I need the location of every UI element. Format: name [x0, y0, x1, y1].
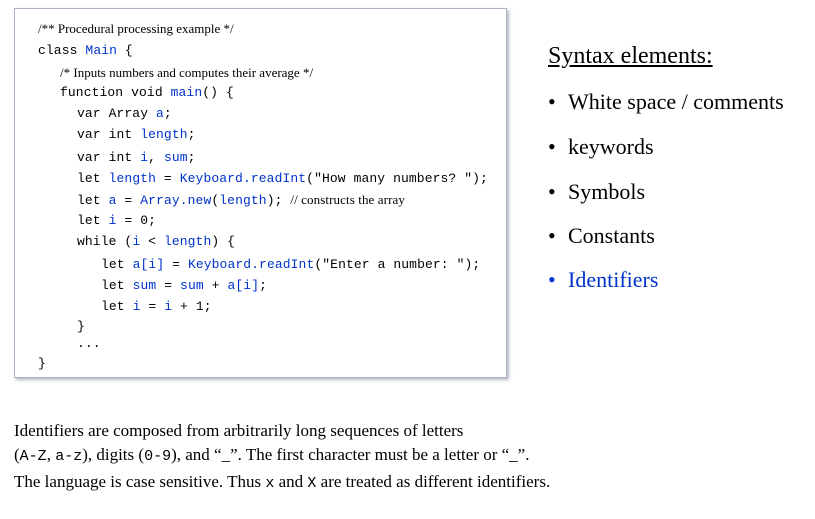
code-line-class: class Main { — [38, 43, 133, 58]
code-line-while: while (i < length) { — [77, 234, 236, 249]
code-line-let-sum: let sum = sum + a[i]; — [101, 278, 267, 293]
syntax-item-symbols: •Symbols — [548, 179, 646, 204]
code-line-var-i-sum: var int i, sum; — [77, 150, 196, 165]
code-comment-inputs: /* Inputs numbers and computes their ave… — [60, 65, 314, 80]
code-comment-header: /** Procedural processing example */ — [38, 21, 234, 36]
code-line-let-ai: let a[i] = Keyboard.readInt("Enter a num… — [101, 257, 481, 272]
code-line-close-while: } — [77, 319, 85, 334]
paragraph-line-3: The language is case sensitive. Thus x a… — [14, 472, 551, 492]
syntax-item-identifiers: •Identifiers — [548, 267, 659, 292]
code-line-let-i-increment: let i = i + 1; — [101, 299, 212, 314]
code-line-var-array: var Array a; — [77, 106, 172, 121]
code-line-let-i: let i = 0; — [77, 213, 157, 228]
code-line-close-class: } — [38, 356, 46, 371]
code-line-var-length: var int length; — [77, 127, 196, 142]
paragraph-line-1: Identifiers are composed from arbitraril… — [14, 421, 464, 440]
code-panel: /** Procedural processing example */ cla… — [14, 8, 507, 378]
code-line-let-a: let a = Array.new(length); // constructs… — [77, 192, 405, 208]
code-line-let-length: let length = Keyboard.readInt("How many … — [77, 171, 488, 186]
syntax-item-keywords: •keywords — [548, 134, 654, 159]
code-line-function: function void main() { — [60, 85, 234, 100]
syntax-item-whitespace: •White space / comments — [548, 89, 784, 114]
paragraph-line-2: (A-Z, a-z), digits (0-9), and “_”. The f… — [14, 445, 530, 465]
code-line-ellipsis: ... — [77, 336, 101, 351]
syntax-item-constants: •Constants — [548, 223, 655, 248]
syntax-elements-title: Syntax elements: — [548, 43, 713, 69]
